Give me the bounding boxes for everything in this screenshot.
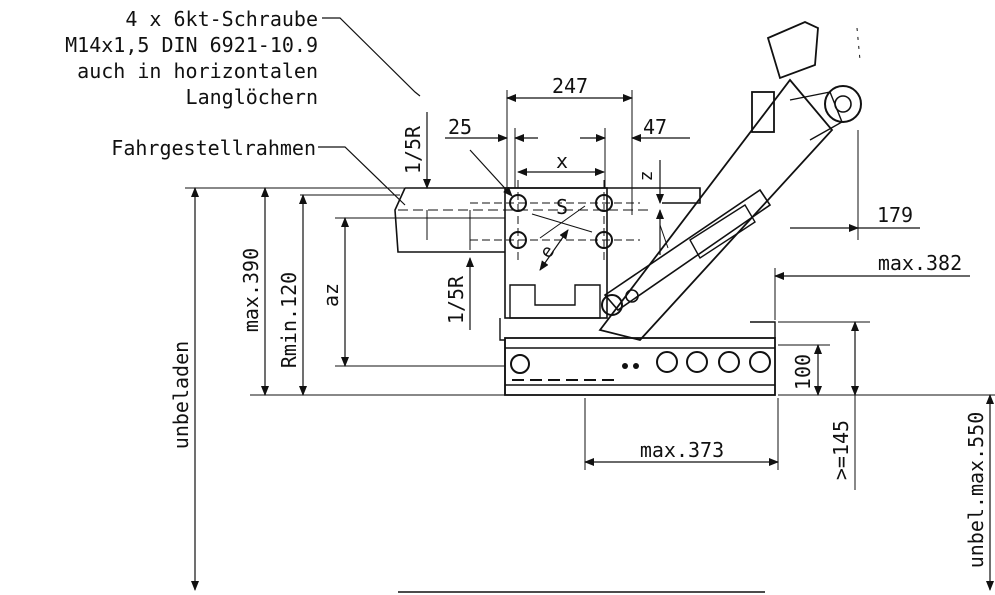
ratio-bottom: 1/5R: [444, 210, 474, 330]
head-housing: [766, 21, 819, 80]
mounting-plate: [470, 180, 640, 395]
dim-47: 47: [580, 115, 690, 188]
dim-max-373: max.373: [584, 398, 779, 470]
dim-x-label: x: [556, 149, 568, 173]
cylinder-barrel: [603, 188, 772, 312]
head-centerline: [856, 27, 861, 61]
crossbeam-outline: [504, 337, 776, 396]
arm-body: [598, 78, 834, 342]
frame-label: Fahrgestellrahmen: [111, 136, 316, 160]
crossbeam: [504, 321, 776, 396]
dim-47-label: 47: [643, 115, 667, 139]
dim-z: z: [636, 160, 664, 255]
coupling-head: [751, 21, 862, 141]
dim-min-145: >=145: [778, 321, 870, 490]
screw-note-line4: Langlöchern: [186, 85, 318, 109]
crossbeam-hole-5: [749, 351, 771, 373]
head-lever: [751, 91, 775, 133]
crossbeam-hole-1: [510, 354, 530, 374]
dim-e-label: e: [536, 241, 559, 262]
chassis-frame: [394, 187, 701, 253]
dim-az-label: az: [319, 283, 343, 307]
dim-unbeladen-label: unbeladen: [169, 341, 193, 449]
point-s-label: S: [556, 195, 568, 219]
dim-25-label: 25: [448, 115, 472, 139]
dim-min-145-label: >=145: [829, 420, 853, 480]
frame-leader: [318, 146, 406, 206]
arm-pivot: [601, 294, 623, 316]
dim-100: 100: [778, 344, 995, 396]
dim-max-373-label: max.373: [640, 438, 724, 462]
dim-100-label: 100: [791, 354, 815, 390]
dim-max-390-label: max.390: [239, 248, 263, 332]
dim-max-382-label: max.382: [878, 251, 962, 275]
cylinder-rod: [689, 204, 756, 259]
bracket-end: [750, 321, 776, 338]
dim-unbel-550: unbel.max.550: [964, 394, 994, 591]
coupling-ball: [824, 85, 862, 123]
plate-cutout: [509, 284, 601, 319]
crossbeam-hole-2: [656, 351, 678, 373]
head-jaw: [789, 91, 843, 141]
dim-x: x: [517, 149, 605, 176]
ratio-top-label: 1/5R: [401, 125, 425, 174]
crossbeam-bolt-1: [622, 363, 628, 369]
ratio-bottom-label: 1/5R: [444, 275, 468, 324]
coupling-arm: [598, 78, 834, 342]
dim-247-label: 247: [552, 74, 588, 98]
dim-max-390: max.390: [185, 187, 505, 396]
dim-rmin-120: Rmin.120: [277, 194, 400, 396]
dim-az: az: [319, 217, 505, 367]
dim-25: 25: [445, 115, 538, 188]
screw-note-leader: [322, 17, 421, 97]
screw-note-line3: auch in horizontalen: [77, 59, 318, 83]
frame-outline: [394, 187, 701, 253]
dim-179-label: 179: [877, 203, 913, 227]
frame-note: Fahrgestellrahmen: [111, 136, 406, 206]
ratio-top: 1/5R: [401, 112, 431, 240]
crossbeam-hole-4: [718, 351, 740, 373]
dim-z-label: z: [636, 171, 657, 182]
lever: [659, 224, 669, 249]
dim-rmin-120-label: Rmin.120: [277, 272, 301, 368]
dim-max-382: max.382: [774, 251, 970, 320]
screw-note-line1: 4 x 6kt-Schraube: [125, 7, 318, 31]
dim-unbeladen: unbeladen: [169, 187, 199, 591]
crossbeam-hole-3: [686, 351, 708, 373]
arm-pin: [625, 289, 639, 303]
screw-note-line2: M14x1,5 DIN 6921-10.9: [65, 33, 318, 57]
centre-point: S e: [531, 195, 593, 271]
dim-unbel-550-label: unbel.max.550: [964, 412, 988, 569]
crossbeam-bolt-2: [633, 363, 639, 369]
dim-247: 247: [506, 74, 633, 215]
screw-note: 4 x 6kt-Schraube M14x1,5 DIN 6921-10.9 a…: [65, 7, 513, 197]
dim-179: 179: [790, 130, 920, 240]
